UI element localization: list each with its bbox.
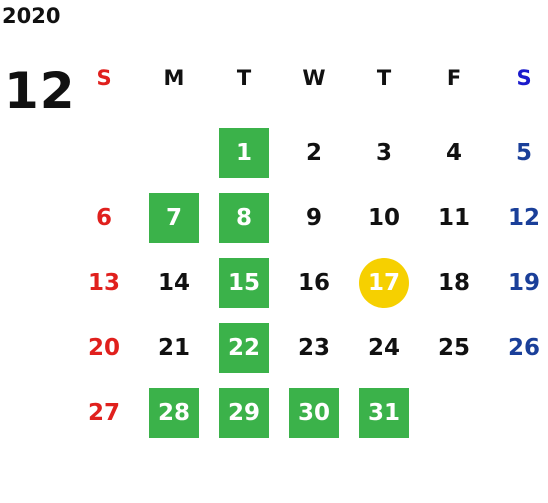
weekday-label: M — [163, 66, 185, 90]
day-cell[interactable]: 4 — [419, 120, 489, 185]
day-number: 11 — [437, 204, 470, 231]
day-number: 26 — [507, 334, 540, 361]
day-number: 12 — [507, 204, 540, 231]
day-cell[interactable]: 21 — [139, 315, 209, 380]
day-number: 1 — [219, 127, 269, 178]
weekday-label: S — [516, 66, 532, 90]
day-cell[interactable]: 22 — [209, 315, 279, 380]
day-number: 7 — [149, 192, 199, 243]
day-cell[interactable]: 14 — [139, 250, 209, 315]
day-cell[interactable]: 11 — [419, 185, 489, 250]
today-day-number: 17 — [359, 257, 409, 308]
day-cell[interactable]: 31 — [349, 380, 419, 445]
day-number: 5 — [515, 139, 532, 166]
day-cell[interactable]: 15 — [209, 250, 279, 315]
weekday-label: S — [96, 66, 112, 90]
day-cell[interactable]: 29 — [209, 380, 279, 445]
day-number: 20 — [87, 334, 120, 361]
day-cell[interactable]: 16 — [279, 250, 349, 315]
day-number: 3 — [375, 139, 392, 166]
day-number: 24 — [367, 334, 400, 361]
day-number: 15 — [219, 257, 269, 308]
day-number: 27 — [87, 399, 120, 426]
year-label: 2020 — [2, 4, 61, 28]
day-cell[interactable]: 6 — [69, 185, 139, 250]
day-cell[interactable]: 18 — [419, 250, 489, 315]
day-cell[interactable]: 28 — [139, 380, 209, 445]
day-number: 14 — [157, 269, 190, 296]
day-number: 21 — [157, 334, 190, 361]
day-number: 25 — [437, 334, 470, 361]
day-number: 30 — [289, 387, 339, 438]
day-cell[interactable]: 26 — [489, 315, 548, 380]
day-number: 6 — [95, 204, 112, 231]
day-cell[interactable]: 2 — [279, 120, 349, 185]
day-number: 23 — [297, 334, 330, 361]
weekday-label: T — [236, 66, 252, 90]
day-number: 9 — [305, 204, 322, 231]
day-cell[interactable]: 9 — [279, 185, 349, 250]
day-number: 28 — [149, 387, 199, 438]
weekday-label: T — [376, 66, 392, 90]
day-cell[interactable]: 3 — [349, 120, 419, 185]
day-number: 13 — [87, 269, 120, 296]
day-number: 4 — [445, 139, 462, 166]
day-cell[interactable]: 19 — [489, 250, 548, 315]
day-cell[interactable]: 1 — [209, 120, 279, 185]
day-cell[interactable]: 24 — [349, 315, 419, 380]
day-number: 10 — [367, 204, 400, 231]
day-cell[interactable]: 17 — [349, 250, 419, 315]
day-cell[interactable]: 20 — [69, 315, 139, 380]
month-number: 12 — [4, 62, 76, 120]
day-cell[interactable]: 30 — [279, 380, 349, 445]
day-cell[interactable]: 27 — [69, 380, 139, 445]
weekday-label: W — [302, 66, 326, 90]
day-number: 31 — [359, 387, 409, 438]
day-cell[interactable]: 7 — [139, 185, 209, 250]
day-cell[interactable]: 25 — [419, 315, 489, 380]
day-number: 8 — [219, 192, 269, 243]
day-number: 2 — [305, 139, 322, 166]
day-number: 18 — [437, 269, 470, 296]
day-number: 29 — [219, 387, 269, 438]
day-number: 16 — [297, 269, 330, 296]
weekday-label: F — [446, 66, 462, 90]
day-cell[interactable]: 5 — [489, 120, 548, 185]
day-cell[interactable]: 12 — [489, 185, 548, 250]
day-cell[interactable]: 10 — [349, 185, 419, 250]
day-number: 19 — [507, 269, 540, 296]
day-number: 22 — [219, 322, 269, 373]
day-cell[interactable]: 8 — [209, 185, 279, 250]
day-cell[interactable]: 13 — [69, 250, 139, 315]
day-cell[interactable]: 23 — [279, 315, 349, 380]
